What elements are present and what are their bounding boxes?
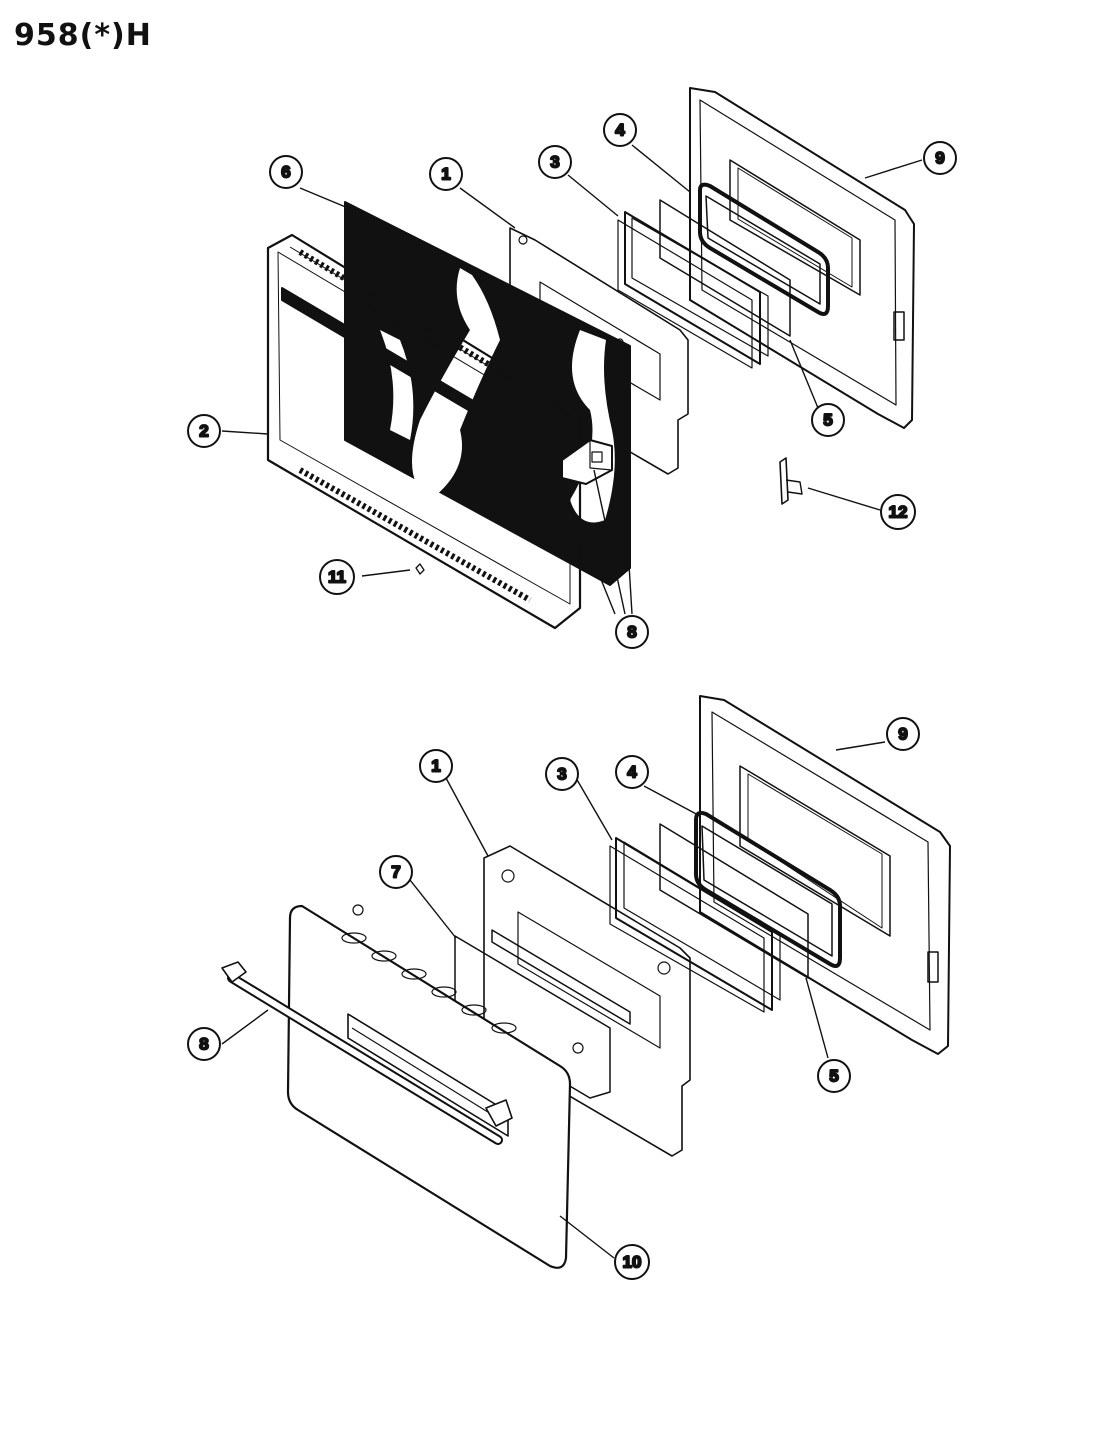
upper-screw bbox=[415, 563, 425, 575]
lower-handle-bar bbox=[221, 961, 513, 1145]
svg-text:2: 2 bbox=[199, 422, 208, 441]
callout-9-upper: 9 bbox=[923, 141, 957, 175]
svg-text:6: 6 bbox=[281, 163, 290, 182]
model-title: 958(*)H bbox=[14, 18, 152, 53]
upper-leader-lines bbox=[221, 144, 923, 615]
svg-text:9: 9 bbox=[935, 149, 944, 168]
callout-7-lower: 7 bbox=[379, 855, 413, 889]
callout-8-upper: 8 bbox=[615, 615, 649, 649]
upper-glass-pack bbox=[617, 211, 769, 369]
lower-leader-lines bbox=[221, 741, 886, 1259]
upper-door-assembly bbox=[221, 87, 923, 630]
callout-5-lower: 5 bbox=[817, 1059, 851, 1093]
callout-3-lower: 3 bbox=[545, 757, 579, 791]
svg-text:5: 5 bbox=[829, 1067, 838, 1086]
callout-4-upper: 4 bbox=[603, 113, 637, 147]
svg-text:5: 5 bbox=[823, 411, 832, 430]
svg-text:7: 7 bbox=[391, 863, 400, 882]
svg-text:3: 3 bbox=[557, 765, 566, 784]
upper-hinge-part bbox=[779, 457, 803, 505]
upper-glass-pane bbox=[659, 199, 791, 337]
upper-insulation-pad bbox=[344, 201, 631, 586]
lower-glass-pane bbox=[659, 823, 809, 979]
callout-3-upper: 3 bbox=[538, 145, 572, 179]
lower-inner-liner bbox=[483, 845, 691, 1157]
upper-outer-frame bbox=[266, 233, 582, 630]
callout-12-upper: 12 bbox=[880, 494, 916, 530]
lower-inner-door-panel bbox=[699, 695, 951, 1055]
upper-gasket bbox=[698, 182, 830, 316]
callout-10-lower: 10 bbox=[614, 1244, 650, 1280]
callout-9-lower: 9 bbox=[886, 717, 920, 751]
lower-gasket bbox=[694, 810, 842, 968]
callout-1-lower: 1 bbox=[419, 749, 453, 783]
upper-handle-bracket bbox=[561, 439, 613, 485]
svg-text:9: 9 bbox=[898, 725, 907, 744]
svg-text:1: 1 bbox=[431, 757, 440, 776]
svg-text:8: 8 bbox=[199, 1035, 208, 1054]
svg-text:3: 3 bbox=[550, 153, 559, 172]
callout-1-upper: 1 bbox=[429, 157, 463, 191]
callout-5-upper: 5 bbox=[811, 403, 845, 437]
svg-text:4: 4 bbox=[615, 121, 625, 140]
callout-11-upper: 11 bbox=[319, 559, 355, 595]
callout-2-upper: 2 bbox=[187, 414, 221, 448]
lower-door-assembly bbox=[221, 695, 951, 1269]
svg-text:8: 8 bbox=[627, 623, 636, 642]
callout-8-lower: 8 bbox=[187, 1027, 221, 1061]
svg-text:11: 11 bbox=[328, 568, 346, 587]
svg-text:4: 4 bbox=[627, 763, 637, 782]
svg-text:12: 12 bbox=[889, 503, 908, 522]
lower-glass-pack bbox=[609, 837, 781, 1013]
lower-outer-door-panel bbox=[286, 904, 584, 1269]
callout-4-lower: 4 bbox=[615, 755, 649, 789]
svg-text:1: 1 bbox=[441, 165, 450, 184]
svg-text:10: 10 bbox=[623, 1253, 642, 1272]
callout-6-upper: 6 bbox=[269, 155, 303, 189]
